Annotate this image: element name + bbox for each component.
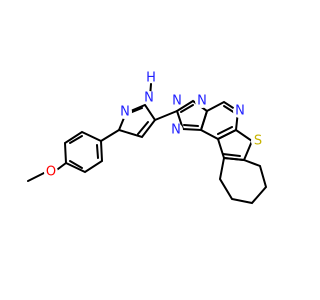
oxygen-background	[44, 165, 58, 179]
sulfur-atom: S	[254, 134, 262, 149]
phenyl-pyrazole-bond	[100, 129, 120, 142]
pyrazole-triazole-bond	[154, 110, 178, 121]
cyclohexane-ring	[218, 157, 268, 205]
pyrazole-h-atom: H	[146, 71, 156, 86]
phenyl-double-bond-1	[69, 135, 83, 144]
pyrazole-n-left-background	[118, 105, 132, 119]
pyrazole-n-left-atom: N	[120, 105, 130, 120]
atom-label-backgrounds	[44, 91, 265, 179]
pyrimidine-double-bond-2	[217, 126, 233, 135]
phenyl-ring	[63, 130, 104, 174]
triazole-n-right-background	[195, 94, 209, 108]
oxygen-atom: O	[46, 165, 56, 180]
pyrimidine-n-atom: N	[235, 104, 245, 119]
triazole-double-bond-1	[180, 104, 194, 113]
sulfur-background	[251, 134, 265, 148]
pyrazole-double-bond-2	[137, 121, 149, 135]
triazole-n-top-atom: N	[172, 94, 182, 109]
methyl-bond	[27, 171, 47, 182]
triazole-n-bottom-atom: N	[171, 123, 181, 138]
phenyl-double-bond-2	[96, 144, 99, 159]
atom-labels: O N N H N N N N S	[46, 71, 262, 180]
molecule-structure: O N N H N N N N S	[27, 71, 268, 205]
molecule-canvas: O N N H N N N N S	[27, 70, 268, 205]
pyrimidine-n-background	[233, 104, 247, 118]
triazole-n-bottom-background	[169, 123, 183, 137]
phenyl-double-bond-3	[69, 160, 83, 169]
bond-layer	[27, 83, 268, 205]
triazole-double-bond-2	[183, 124, 199, 127]
triazole-n-top-background	[170, 94, 184, 108]
pyrazole-n-top-background	[142, 91, 156, 105]
pyrazole-n-top-atom: N	[144, 91, 154, 106]
thiophene-double-bond	[222, 153, 241, 157]
triazole-n-right-atom: N	[197, 94, 207, 109]
shared-bond	[223, 157, 245, 161]
